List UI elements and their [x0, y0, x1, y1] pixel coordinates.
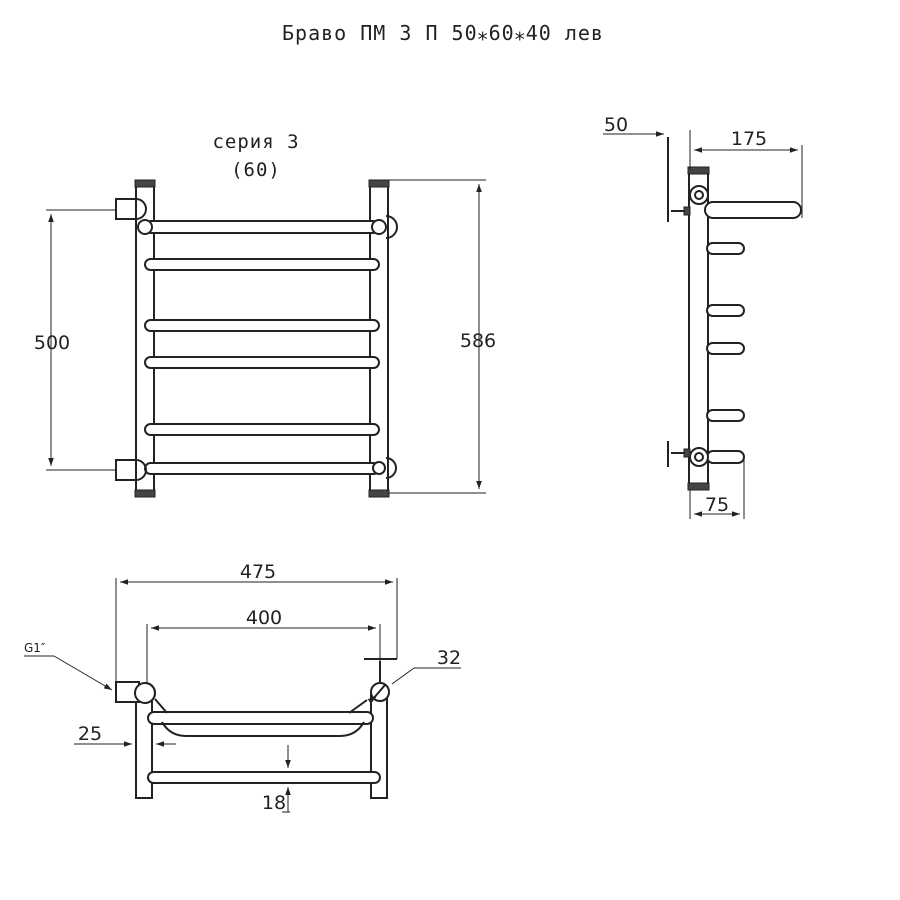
dim-width-label: 475	[240, 561, 276, 583]
side-top-bar	[704, 201, 802, 219]
inlet-fittings	[115, 198, 147, 481]
series-code: (60)	[231, 159, 281, 181]
side-rungs	[706, 242, 745, 464]
side-upright	[688, 169, 709, 489]
top-rail	[137, 215, 398, 239]
rungs	[144, 258, 397, 479]
thread-label: G1″	[24, 641, 46, 655]
top-bar-lower	[147, 771, 381, 784]
rung-1	[144, 258, 380, 271]
top-view: 475 400 32 G1″ 25 18	[24, 561, 461, 814]
series-label: серия 3	[212, 131, 299, 153]
dim-pipe-label: 32	[437, 647, 461, 669]
dim-bar-label: 18	[262, 792, 286, 814]
top-bar-upper	[147, 711, 374, 725]
front-view: серия 3 (60)	[34, 131, 496, 498]
side-view: 50 175 75	[603, 114, 803, 519]
rung-3	[144, 356, 380, 369]
dim-586	[388, 179, 486, 494]
dim-wall-label: 25	[78, 723, 102, 745]
dim-height-label: 586	[460, 330, 496, 352]
dim-connection-label: 500	[34, 332, 70, 354]
dim-500	[46, 209, 116, 471]
dim-offset-label: 50	[604, 114, 628, 136]
drawing-title: Браво ПМ 3 П 50⁎60⁎40 лев	[282, 21, 604, 45]
dim-shelf-label: 75	[705, 494, 729, 516]
rung-5	[144, 462, 380, 475]
rung-2	[144, 319, 380, 332]
rung-4	[144, 423, 380, 436]
dim-centers-label: 400	[246, 607, 282, 629]
dim-depth-label: 175	[731, 128, 767, 150]
